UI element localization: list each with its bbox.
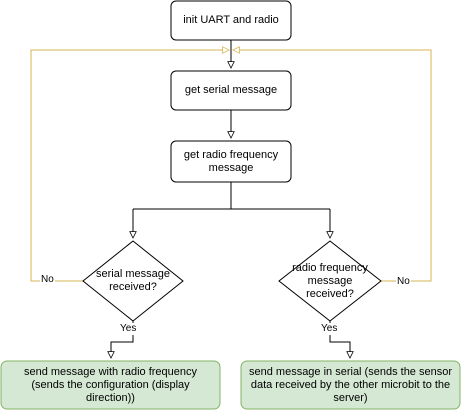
output-radio-label: send message with radio frequency (sends… [23,365,198,404]
node-get-serial-label: get serial message [184,84,278,96]
node-get-serial-box [170,70,292,111]
edge-serial-no-label: No [40,274,55,286]
node-get-radio-box [170,140,292,183]
edge-radio-no-label: No [396,276,411,288]
output-serial-label: send message in serial (sends the sensor… [249,365,452,404]
node-init-label: init UART and radio [183,14,279,26]
edge-serial-yes-label: Yes [119,323,138,335]
node-get-radio-label: get radio frequency message [183,148,279,174]
decision-serial-label: serial message received? [96,268,170,293]
loop-left-connector [30,50,229,282]
edge-radio-yes-label: Yes [320,323,339,335]
decision-radio-label: radio frequency message received? [292,261,368,300]
decision-radio-diamond [278,240,382,322]
output-serial-box [240,360,461,410]
output-radio-box [0,360,221,410]
node-init-box [170,0,292,41]
decision-serial-diamond [82,240,184,322]
branch-connector [133,182,330,210]
